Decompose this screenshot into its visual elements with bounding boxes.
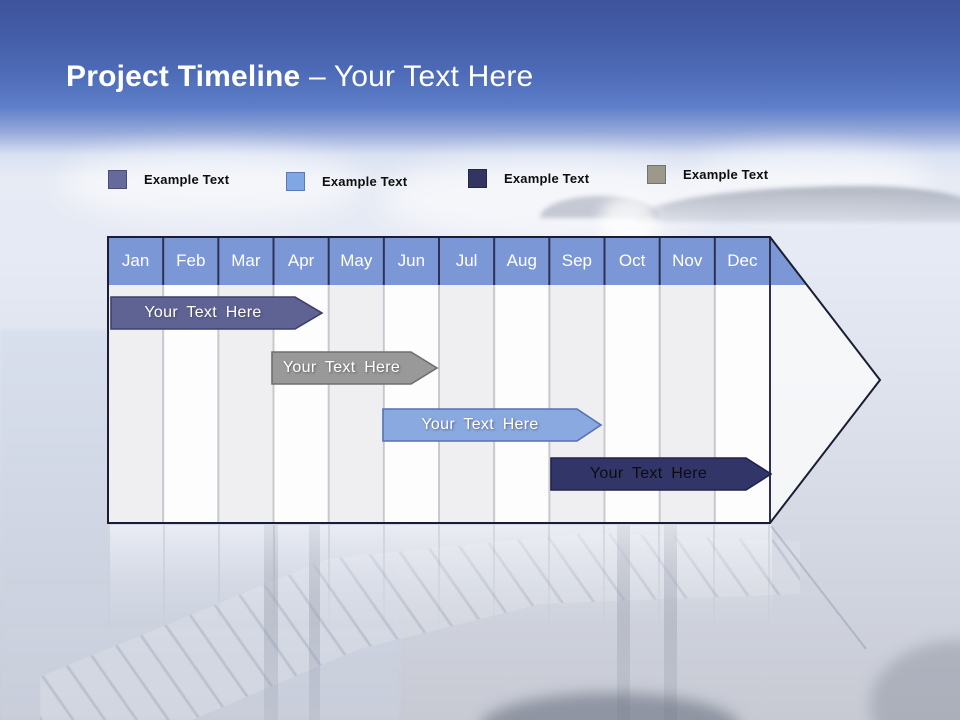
legend-item: Example Text xyxy=(108,170,229,189)
legend-color-swatch xyxy=(286,172,305,191)
legend-label: Example Text xyxy=(683,167,769,182)
legend-label: Example Text xyxy=(322,174,408,189)
month-header-dec: Dec xyxy=(727,251,758,270)
legend-color-swatch xyxy=(647,165,666,184)
grid-stripe-may xyxy=(328,285,384,523)
legend-item: Example Text xyxy=(468,169,589,188)
timeline-arrow-outline xyxy=(107,236,882,524)
grid-stripe-jul xyxy=(439,285,495,523)
task-bar-1-label: Your Text Here xyxy=(144,304,262,321)
slide-title: Project Timeline – Your Text Here xyxy=(66,60,533,94)
month-header-oct: Oct xyxy=(618,251,646,270)
slide-title-secondary: – Your Text Here xyxy=(308,60,534,93)
legend-color-swatch xyxy=(468,169,487,188)
grid-stripe-jun xyxy=(383,285,440,523)
legend-color-swatch xyxy=(108,170,127,189)
arrow-tip-reflection xyxy=(770,525,867,650)
task-bar-4 xyxy=(550,457,773,491)
month-header-jul: Jul xyxy=(455,251,478,270)
month-header-jan: Jan xyxy=(121,251,150,270)
task-bar-3-label: Your Text Here xyxy=(421,416,539,433)
month-header-aug: Aug xyxy=(506,251,537,270)
month-header-mar: Mar xyxy=(231,251,261,270)
task-bar-3 xyxy=(382,408,603,442)
timeline-reflection xyxy=(108,525,772,630)
task-bar-2-label: Your Text Here xyxy=(282,359,401,376)
task-bar-4-label: Your Text Here xyxy=(589,465,708,482)
task-bar-2 xyxy=(271,351,439,385)
month-header-may: May xyxy=(340,251,373,270)
month-header-feb: Feb xyxy=(176,251,206,270)
task-bar-1 xyxy=(110,296,324,330)
slide-title-primary: Project Timeline xyxy=(66,60,301,93)
legend-label: Example Text xyxy=(504,171,590,186)
month-header-apr: Apr xyxy=(287,251,315,270)
legend-label: Example Text xyxy=(144,172,230,187)
month-header-nov: Nov xyxy=(672,251,703,270)
legend-item: Example Text xyxy=(286,172,407,191)
month-header-sep: Sep xyxy=(561,251,593,270)
month-header-jun: Jun xyxy=(397,251,426,270)
legend-item: Example Text xyxy=(647,165,768,184)
grid-stripe-aug xyxy=(494,285,550,523)
